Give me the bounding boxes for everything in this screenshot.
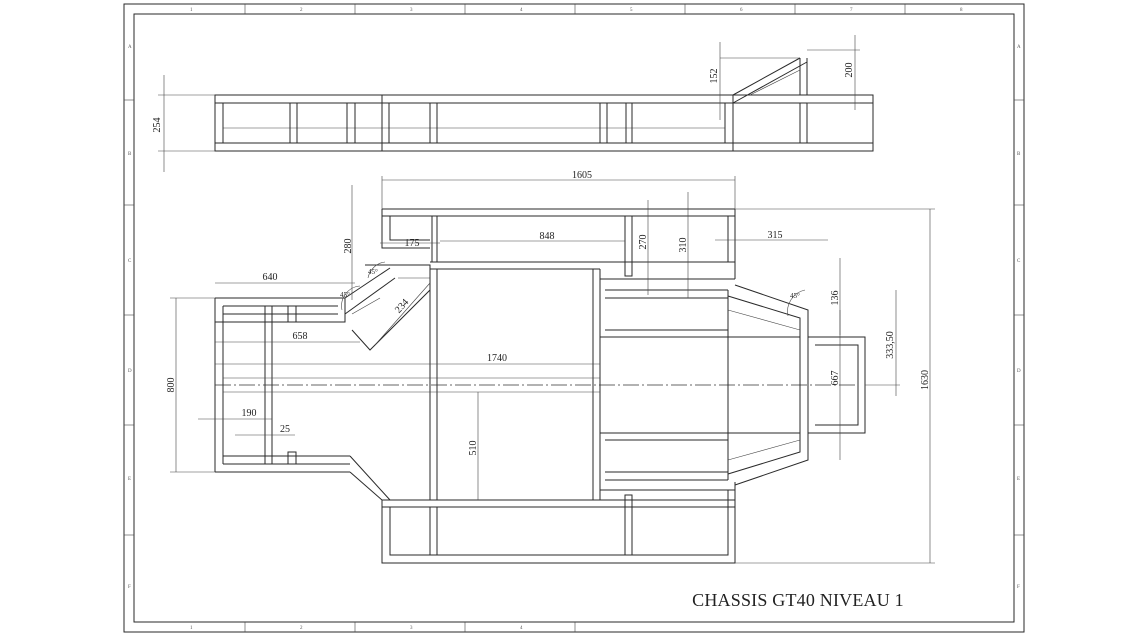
plan-view-dimensions: 1605 280 175 848 270 310 315 640 658 234… <box>166 170 935 564</box>
row-label: A <box>1017 45 1021 50</box>
dim-667: 667 <box>830 371 841 386</box>
dim-658: 658 <box>293 331 308 342</box>
dim-190: 190 <box>242 408 257 419</box>
plan-view <box>214 208 866 564</box>
dim-136: 136 <box>830 291 841 306</box>
col-label: 2 <box>300 8 303 13</box>
row-label: A <box>128 45 132 50</box>
dim-152: 152 <box>709 69 720 84</box>
dim-1740: 1740 <box>487 353 507 364</box>
row-label: C <box>1017 259 1021 264</box>
dim-315: 315 <box>768 230 783 241</box>
col-label: 1 <box>190 8 193 13</box>
col-label: 6 <box>740 8 743 13</box>
dim-310: 310 <box>678 238 689 253</box>
frame-labels: 1 2 3 4 5 6 7 8 1 2 3 4 A B C D E F A B … <box>128 8 1021 631</box>
row-label: E <box>128 477 131 482</box>
dim-1630: 1630 <box>920 370 931 390</box>
side-view-dimensions: 254 152 200 <box>152 35 860 172</box>
dim-1605: 1605 <box>572 170 592 181</box>
row-label: D <box>128 369 132 374</box>
row-label: B <box>1017 152 1021 157</box>
row-label: F <box>1017 585 1020 590</box>
dim-25: 25 <box>280 424 290 435</box>
col-label: 7 <box>850 8 853 13</box>
angle-left-b: 45° <box>368 268 378 276</box>
row-label: D <box>1017 369 1021 374</box>
row-label: B <box>128 152 132 157</box>
col-label: 2 <box>300 626 303 631</box>
col-label: 5 <box>630 8 633 13</box>
dim-280: 280 <box>343 239 354 254</box>
dim-200: 200 <box>844 63 855 78</box>
dim-848: 848 <box>540 231 555 242</box>
row-label: E <box>1017 477 1020 482</box>
dim-800: 800 <box>166 378 177 393</box>
angle-right: 45° <box>790 292 800 300</box>
side-view <box>214 57 874 152</box>
dim-640: 640 <box>263 272 278 283</box>
drawing-title: CHASSIS GT40 NIVEAU 1 <box>692 590 904 610</box>
col-label: 1 <box>190 626 193 631</box>
row-label: C <box>128 259 132 264</box>
col-label: 8 <box>960 8 963 13</box>
col-label: 4 <box>520 626 523 631</box>
col-label: 4 <box>520 8 523 13</box>
dim-234: 234 <box>393 297 411 316</box>
angle-left-a: 45° <box>340 291 350 299</box>
dim-175: 175 <box>405 238 420 249</box>
sheet-border-inner <box>133 13 1015 623</box>
col-label: 3 <box>410 8 413 13</box>
col-label: 3 <box>410 626 413 631</box>
side-view-outline <box>214 94 874 152</box>
dim-510: 510 <box>468 441 479 456</box>
dim-333-50: 333,50 <box>885 331 896 359</box>
dim-270: 270 <box>638 235 649 250</box>
frame-column-ticks <box>124 4 1024 632</box>
sheet-border-outer <box>123 3 1025 633</box>
row-label: F <box>128 585 131 590</box>
dim-254: 254 <box>152 118 163 133</box>
